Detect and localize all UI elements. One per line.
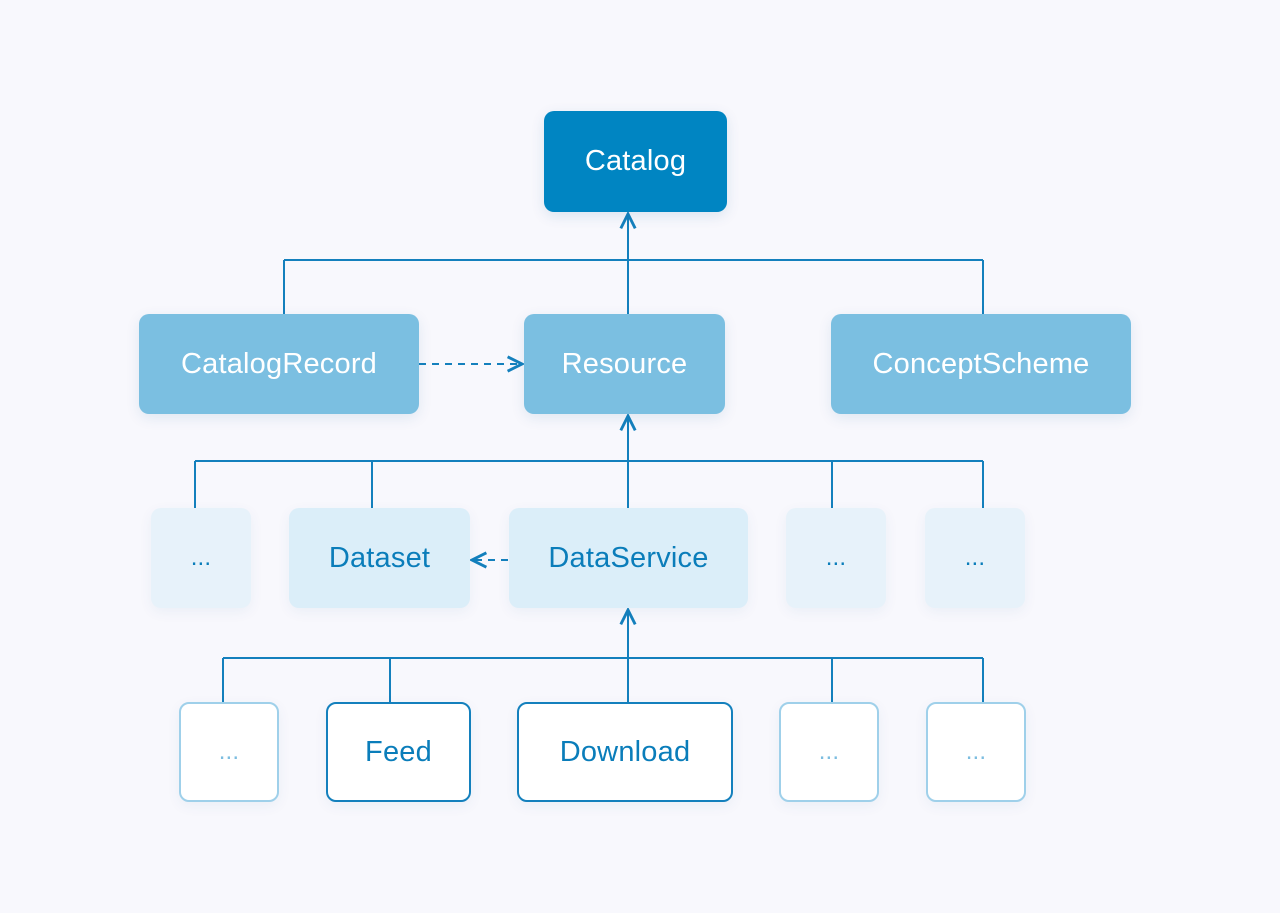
dataservice-node: DataService [509,508,748,608]
placeholder-label: ... [965,738,987,765]
resource-child-placeholder-1: ... [151,508,251,608]
resource-child-placeholder-4: ... [786,508,886,608]
dataservice-child-placeholder-4: ... [779,702,879,802]
placeholder-label: ... [825,544,847,571]
download-label: Download [559,735,691,768]
placeholder-label: ... [218,738,240,765]
dataservice-child-placeholder-1: ... [179,702,279,802]
placeholder-label: ... [818,738,840,765]
resource-child-placeholder-5: ... [925,508,1025,608]
dataset-label: Dataset [328,541,431,574]
feed-node: Feed [326,702,471,802]
conceptscheme-label: ConceptScheme [872,347,1090,380]
conceptscheme-node: ConceptScheme [831,314,1131,414]
feed-label: Feed [365,735,432,768]
placeholder-label: ... [964,544,986,571]
catalog-label: Catalog [584,145,687,177]
catalogrecord-node: CatalogRecord [139,314,419,414]
catalogrecord-label: CatalogRecord [180,347,378,380]
tree-dataservice-children [222,610,984,712]
dataservice-label: DataService [548,541,709,574]
dataset-node: Dataset [289,508,470,608]
tree-catalog-children [283,214,984,314]
resource-label: Resource [561,347,688,380]
dataservice-child-placeholder-5: ... [926,702,1026,802]
download-node: Download [517,702,733,802]
catalog-node: Catalog [544,111,727,212]
placeholder-label: ... [190,544,212,571]
resource-node: Resource [524,314,725,414]
tree-resource-children [194,416,984,516]
